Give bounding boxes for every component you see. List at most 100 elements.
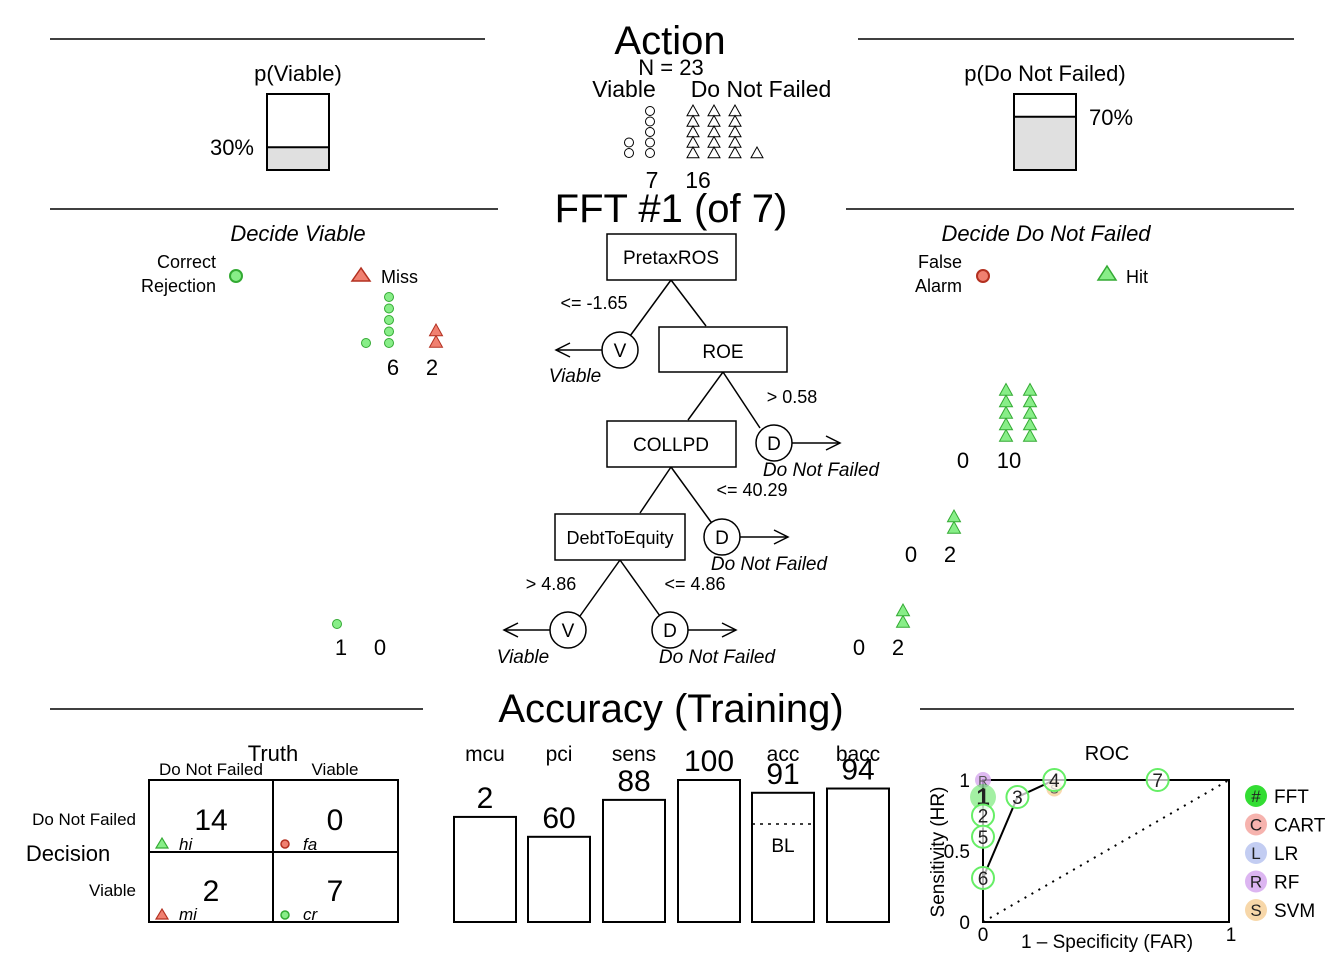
action-title: Action	[614, 19, 725, 63]
roc-fft-point	[1042, 768, 1067, 792]
bar-sens	[602, 798, 666, 924]
correct-rejection-case-icon	[384, 326, 394, 337]
decision-row-label: Do Not Failed	[32, 810, 136, 829]
exit-label: Do Not Failed	[763, 460, 881, 481]
correct-rejection-case-icon	[384, 315, 394, 325]
legend-label: RF	[1274, 873, 1299, 894]
p-right-title: p(Do Not Failed)	[964, 61, 1125, 86]
exit-letter: V	[562, 621, 575, 642]
exit-count-hi: 10	[997, 448, 1021, 473]
hit-case-icon	[1022, 428, 1038, 442]
cell-hi-tag: hi	[179, 835, 193, 854]
hit-case-icon	[1022, 405, 1038, 419]
roc-ylabel: Sensitivity (HR)	[928, 787, 949, 918]
exit-count-cr: 6	[387, 355, 399, 380]
do-not-failed-case-icon	[728, 103, 742, 117]
class-label-viable: Viable	[592, 76, 656, 102]
roc-fft-point-label: 2	[978, 807, 989, 828]
class-count-viable: 7	[646, 167, 659, 193]
decision-label: Decision	[26, 841, 110, 866]
bar-value-sens: 88	[617, 765, 650, 798]
roc-fft-point-label: 6	[978, 869, 989, 890]
bar-spec	[677, 779, 741, 923]
legend-rf-icon	[1245, 870, 1267, 893]
hit-case-icon	[1022, 393, 1038, 408]
roc-fft-point-label: 3	[1012, 788, 1023, 809]
exit-condition: <= -1.65	[560, 293, 627, 313]
exit-condition: > 0.58	[767, 387, 818, 407]
hit-case-icon	[998, 393, 1014, 408]
do-not-failed-case-icon	[686, 124, 700, 138]
p-left-title: p(Viable)	[254, 61, 342, 86]
bar-value-bacc: 94	[841, 754, 874, 787]
exit-condition: <= 4.86	[664, 574, 725, 594]
hit-icon	[1096, 264, 1118, 281]
do-not-failed-case-icon	[707, 103, 721, 117]
cell-fa-tag: fa	[303, 835, 317, 854]
viable-case-icon	[624, 137, 634, 148]
do-not-failed-case-icon	[686, 103, 700, 117]
viable-case-icon	[645, 106, 655, 116]
legend-symbol: C	[1250, 816, 1262, 835]
bar-label-acc: acc	[767, 743, 800, 766]
exit-node	[651, 611, 689, 649]
exit-letter: D	[767, 434, 781, 455]
viable-case-icon	[645, 148, 655, 158]
roc-y-tick: 0	[959, 913, 970, 934]
exit-label: Do Not Failed	[711, 554, 829, 575]
legend-hit-label: Hit	[1126, 267, 1148, 287]
roc-fft-point	[1145, 768, 1170, 792]
roc-title: ROC	[1085, 743, 1129, 765]
tree-node-box	[606, 233, 737, 281]
legend-cart-icon	[1245, 813, 1267, 836]
legend-cr-label-1: Correct	[157, 252, 216, 272]
hit-case-icon	[998, 405, 1014, 419]
roc-y-tick: 0.5	[944, 842, 970, 863]
p-right-box	[1013, 93, 1077, 171]
exit-node	[703, 518, 741, 556]
bar-pci	[527, 835, 591, 923]
p-left-fill	[267, 147, 329, 170]
roc-y-tick: 1	[959, 771, 970, 792]
correct-rejection-case-icon	[384, 303, 394, 314]
hit-case-icon	[998, 416, 1014, 431]
do-not-failed-case-icon	[728, 145, 742, 159]
false-alarm-icon	[280, 839, 290, 849]
exit-count-hi: 2	[944, 542, 956, 567]
exit-icon-stacks	[332, 292, 1038, 629]
legend-label: SVM	[1274, 901, 1315, 922]
p-left-box	[266, 93, 330, 171]
roc-xlabel: 1 – Specificity (FAR)	[1021, 932, 1193, 953]
roc-fft-point-label: 7	[1152, 771, 1163, 792]
exit-node	[755, 424, 793, 462]
bar-value-mcu: 2	[477, 782, 494, 815]
roc-fft-point	[971, 865, 995, 890]
hit-case-icon	[998, 382, 1014, 396]
false-alarm-icon	[976, 269, 990, 283]
miss-case-icon	[428, 334, 444, 348]
truth-label: Truth	[248, 741, 299, 766]
action-icon-stack	[624, 103, 764, 159]
legend-symbol: L	[1251, 844, 1260, 863]
legend-fa-label-2: Alarm	[915, 276, 962, 296]
bar-label-mcu: mcu	[465, 743, 505, 766]
tree-node-cue: PretaxROS	[623, 248, 719, 269]
exit-letter: D	[663, 621, 677, 642]
exit-label: Viable	[497, 647, 549, 668]
truth-col-label: Do Not Failed	[159, 760, 263, 779]
exit-condition: > 4.86	[526, 574, 577, 594]
exit-node	[601, 331, 639, 369]
do-not-failed-case-icon	[686, 135, 700, 148]
bar-bacc	[826, 787, 890, 924]
cell-cr-tag: cr	[303, 905, 319, 924]
truth-col-label: Viable	[312, 760, 359, 779]
hit-case-icon	[946, 520, 962, 534]
do-not-failed-case-icon	[707, 145, 721, 159]
viable-case-icon	[645, 127, 655, 137]
do-not-failed-case-icon	[707, 135, 721, 148]
exit-count-mi: 0	[374, 635, 386, 660]
legend-symbol: #	[1251, 787, 1261, 806]
